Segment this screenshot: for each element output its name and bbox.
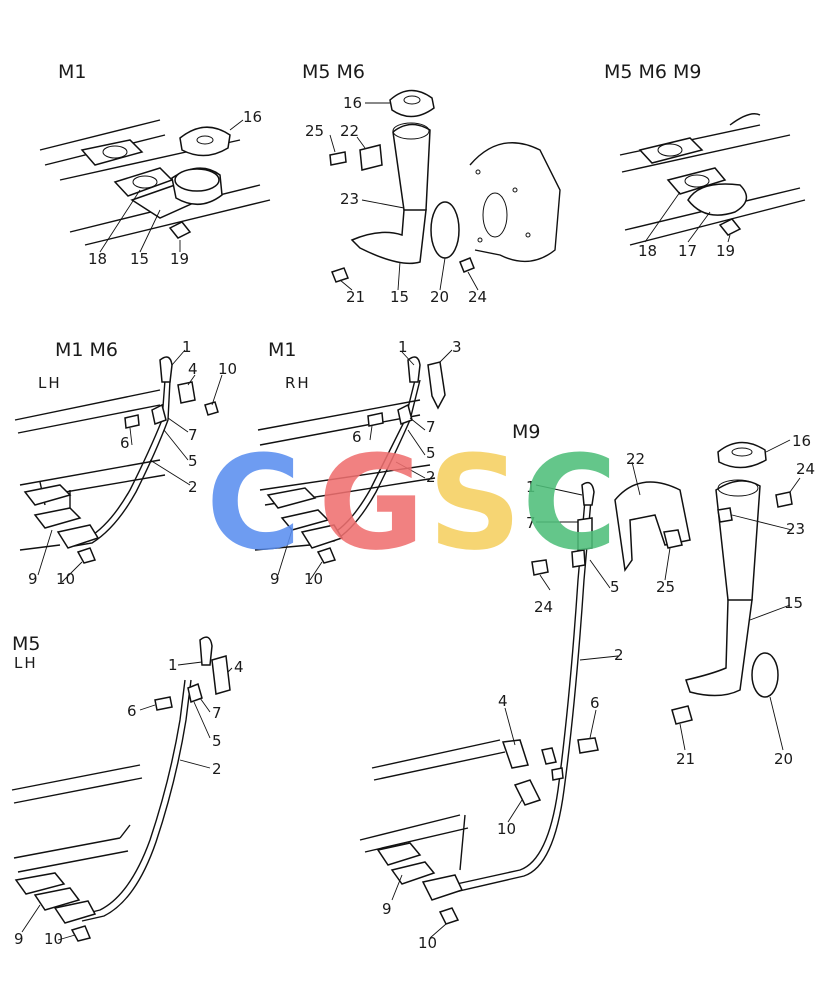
callout-2: 2: [188, 478, 198, 496]
side-label-mid-center: RH: [285, 374, 311, 392]
side-label-mid-left: LH: [38, 374, 62, 392]
callout-9: 9: [14, 930, 24, 948]
callout-7: 7: [212, 704, 222, 722]
callout-20: 20: [430, 288, 449, 306]
callout-10: 10: [497, 820, 516, 838]
section-top-right: M5 M6 M9 18 17 19: [604, 61, 806, 260]
callout-5: 5: [610, 578, 620, 596]
callout-22: 22: [626, 450, 645, 468]
callout-2: 2: [212, 760, 222, 778]
section-mid-left: M1 M6 LH 1 4 10 7 6 5 2 9 10: [14, 338, 237, 588]
callout-1: 1: [168, 656, 178, 674]
callout-16: 16: [343, 94, 362, 112]
model-label-bottom-right: M9: [512, 421, 540, 443]
callout-6: 6: [352, 428, 362, 446]
callout-15: 15: [390, 288, 409, 306]
section-mid-center: M1 RH 1 3 7 6 5 2 9 10: [254, 338, 462, 588]
callout-10: 10: [304, 570, 323, 588]
callout-24: 24: [534, 598, 553, 616]
callout-6: 6: [590, 694, 600, 712]
callout-18: 18: [638, 242, 657, 260]
side-label-bottom-left: LH: [14, 654, 38, 672]
watermark-letter-2: G: [318, 427, 425, 579]
section-top-left: M1 16 18 15 19: [39, 61, 271, 268]
callout-25: 25: [656, 578, 675, 596]
callout-21: 21: [346, 288, 365, 306]
callout-15: 15: [784, 594, 803, 612]
callout-25: 25: [305, 122, 324, 140]
callout-10: 10: [218, 360, 237, 378]
section-bottom-left: M5 LH 1 4 6 7 5 2 9 10: [11, 633, 244, 948]
section-bottom-right: M9 1 22 16 24 7 23 24 5: [359, 421, 815, 952]
callout-24: 24: [468, 288, 487, 306]
callout-16: 16: [792, 432, 811, 450]
callout-23: 23: [340, 190, 359, 208]
callout-5: 5: [426, 444, 436, 462]
callout-3: 3: [452, 338, 462, 356]
callout-1: 1: [182, 338, 192, 356]
callout-21: 21: [676, 750, 695, 768]
callout-19: 19: [716, 242, 735, 260]
callout-16: 16: [243, 108, 262, 126]
callout-6: 6: [120, 434, 130, 452]
watermark-letter-4: C: [522, 427, 617, 579]
watermark-letter-1: C: [206, 427, 301, 579]
model-label-mid-center: M1: [268, 339, 296, 361]
model-label-top-right: M5 M6 M9: [604, 61, 702, 83]
callout-2: 2: [426, 468, 436, 486]
callout-9: 9: [28, 570, 38, 588]
callout-24: 24: [796, 460, 815, 478]
callout-4: 4: [188, 360, 198, 378]
callout-20: 20: [774, 750, 793, 768]
watermark: C G S C: [206, 427, 617, 579]
callout-6: 6: [127, 702, 137, 720]
callout-22: 22: [340, 122, 359, 140]
callout-4: 4: [498, 692, 508, 710]
callout-7: 7: [426, 418, 436, 436]
watermark-letter-3: S: [428, 427, 522, 579]
callout-7: 7: [526, 514, 536, 532]
model-label-top-center: M5 M6: [302, 61, 365, 83]
callout-19: 19: [170, 250, 189, 268]
callout-15: 15: [130, 250, 149, 268]
callout-1: 1: [398, 338, 408, 356]
callout-2: 2: [614, 646, 624, 664]
model-label-top-left: M1: [58, 61, 86, 83]
callout-9: 9: [270, 570, 280, 588]
callout-23: 23: [786, 520, 805, 538]
callout-10: 10: [418, 934, 437, 952]
section-top-center: M5 M6 16 25 22 23 21 15 20 24: [302, 61, 561, 306]
callout-17: 17: [678, 242, 697, 260]
callout-4: 4: [234, 658, 244, 676]
callout-10: 10: [44, 930, 63, 948]
model-label-mid-left: M1 M6: [55, 339, 118, 361]
callout-5: 5: [212, 732, 222, 750]
model-label-bottom-left: M5: [12, 633, 40, 655]
callout-9: 9: [382, 900, 392, 918]
callout-10: 10: [56, 570, 75, 588]
callout-5: 5: [188, 452, 198, 470]
callout-18: 18: [88, 250, 107, 268]
callout-7: 7: [188, 426, 198, 444]
callout-1: 1: [526, 478, 536, 496]
